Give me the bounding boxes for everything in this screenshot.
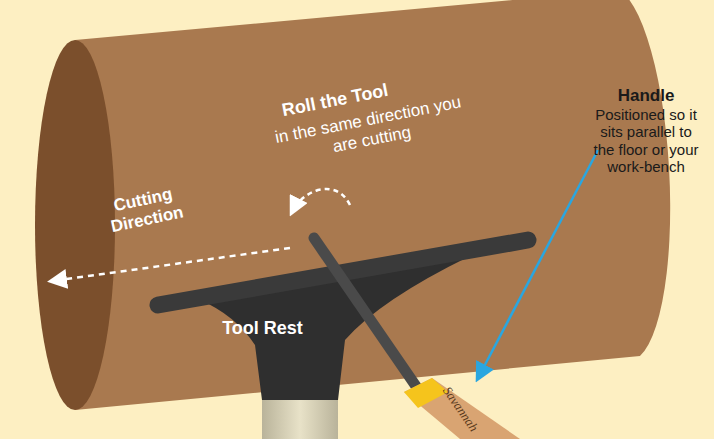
roll-arrow [292, 189, 350, 212]
cutting-arrow [52, 248, 290, 281]
log-body [75, 0, 670, 410]
part-name: Tool Rest [215, 318, 310, 339]
callout-note: Positioned so it sits parallel to the fl… [588, 106, 704, 175]
part-name: Handle [586, 86, 706, 106]
handle-leader [478, 150, 598, 378]
tool-shaft [314, 238, 420, 392]
log-end [35, 40, 115, 410]
